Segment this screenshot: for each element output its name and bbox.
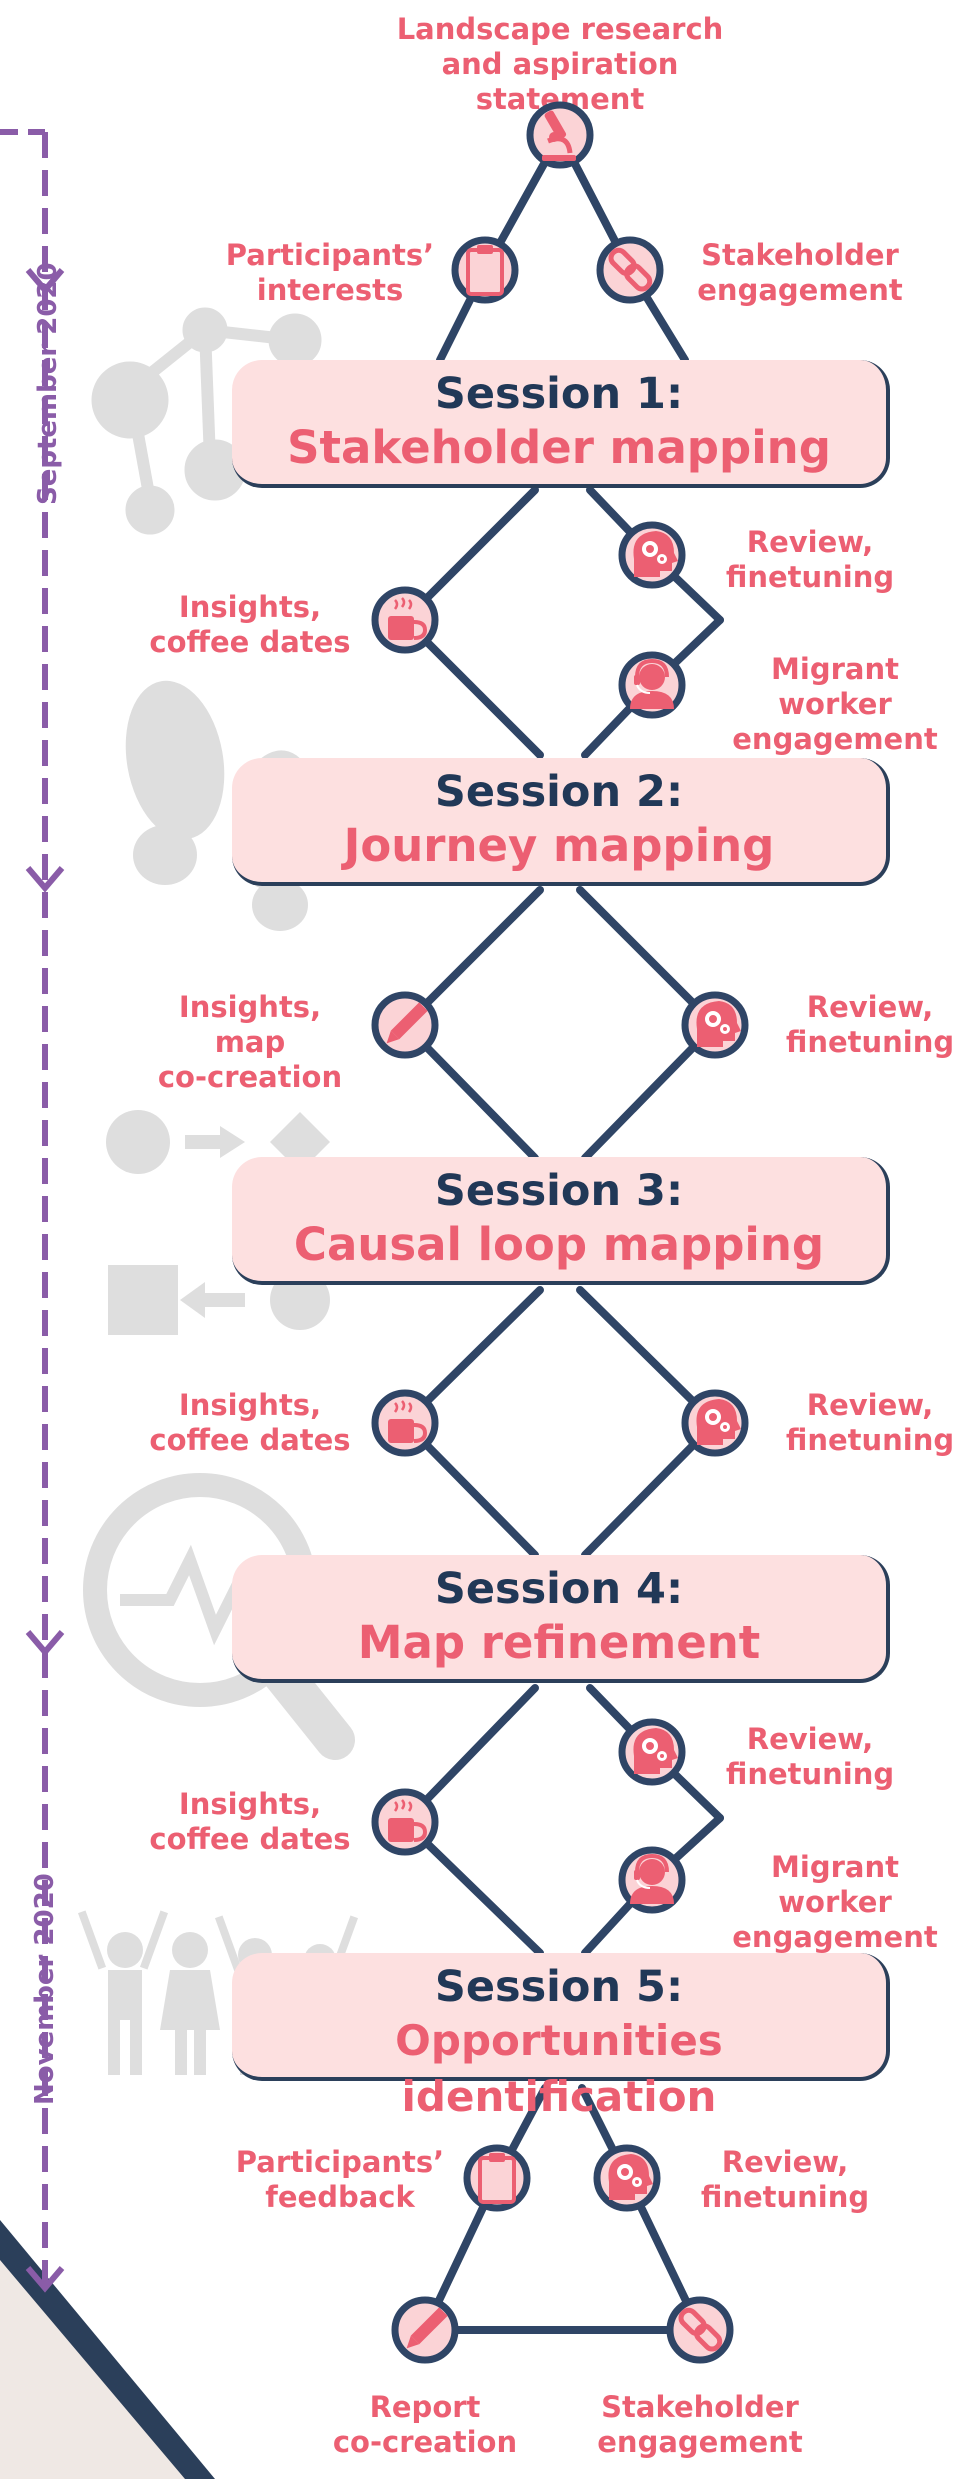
session-3-subtitle: Causal loop mapping — [293, 1218, 825, 1271]
session-4-box: Session 4: Map refinement — [232, 1555, 890, 1683]
top-left-label: Participants’ interests — [225, 238, 435, 307]
gap2-left-label: Insights, map co-creation — [157, 990, 343, 1094]
top-title-label: Landscape research and aspiration statem… — [396, 12, 724, 116]
session-3-title: Session 3: — [434, 1166, 684, 1216]
session-2-title: Session 2: — [434, 767, 684, 817]
gap3-left-label: Insights, coffee dates — [149, 1388, 351, 1457]
timeline-label-september: September 2020 — [33, 262, 63, 505]
bottom-left-bottom-label: Report co-creation — [332, 2390, 518, 2459]
watermark-shapes-icon — [106, 1110, 330, 1335]
gap4-right-bottom-label: Migrant worker engagement — [732, 1850, 938, 1954]
session-1-box: Session 1: Stakeholder mapping — [232, 360, 890, 488]
gap4-right-top-label: Review, finetuning — [725, 1722, 895, 1791]
session-3-box: Session 3: Causal loop mapping — [232, 1157, 890, 1285]
session-2-box: Session 2: Journey mapping — [232, 758, 890, 886]
session-1-title: Session 1: — [434, 369, 684, 419]
gap1-left-label: Insights, coffee dates — [149, 590, 351, 659]
timeline-line — [0, 129, 65, 2295]
session-4-subtitle: Map refinement — [357, 1616, 761, 1669]
gap3-right-label: Review, finetuning — [785, 1388, 955, 1457]
gap2-right-label: Review, finetuning — [785, 990, 955, 1059]
session-4-title: Session 4: — [434, 1564, 684, 1614]
corner-decoration — [0, 2220, 215, 2479]
bottom-left-top-label: Participants’ feedback — [235, 2145, 445, 2214]
bottom-right-top-label: Review, finetuning — [700, 2145, 870, 2214]
session-1-subtitle: Stakeholder mapping — [287, 421, 831, 474]
timeline-label-november: November 2020 — [30, 1873, 60, 2105]
session-2-subtitle: Journey mapping — [343, 819, 775, 872]
session-5-box: Session 5: Opportunities identification — [232, 1953, 890, 2121]
session-5-subtitle: Opportunities identification — [395, 2016, 723, 2121]
gap4-left-label: Insights, coffee dates — [149, 1787, 351, 1856]
bottom-right-bottom-label: Stakeholder engagement — [597, 2390, 803, 2459]
session-5-title: Session 5: — [434, 1962, 684, 2012]
gap1-right-top-label: Review, finetuning — [725, 525, 895, 594]
top-right-label: Stakeholder engagement — [697, 238, 903, 307]
gap1-right-bottom-label: Migrant worker engagement — [732, 652, 938, 756]
